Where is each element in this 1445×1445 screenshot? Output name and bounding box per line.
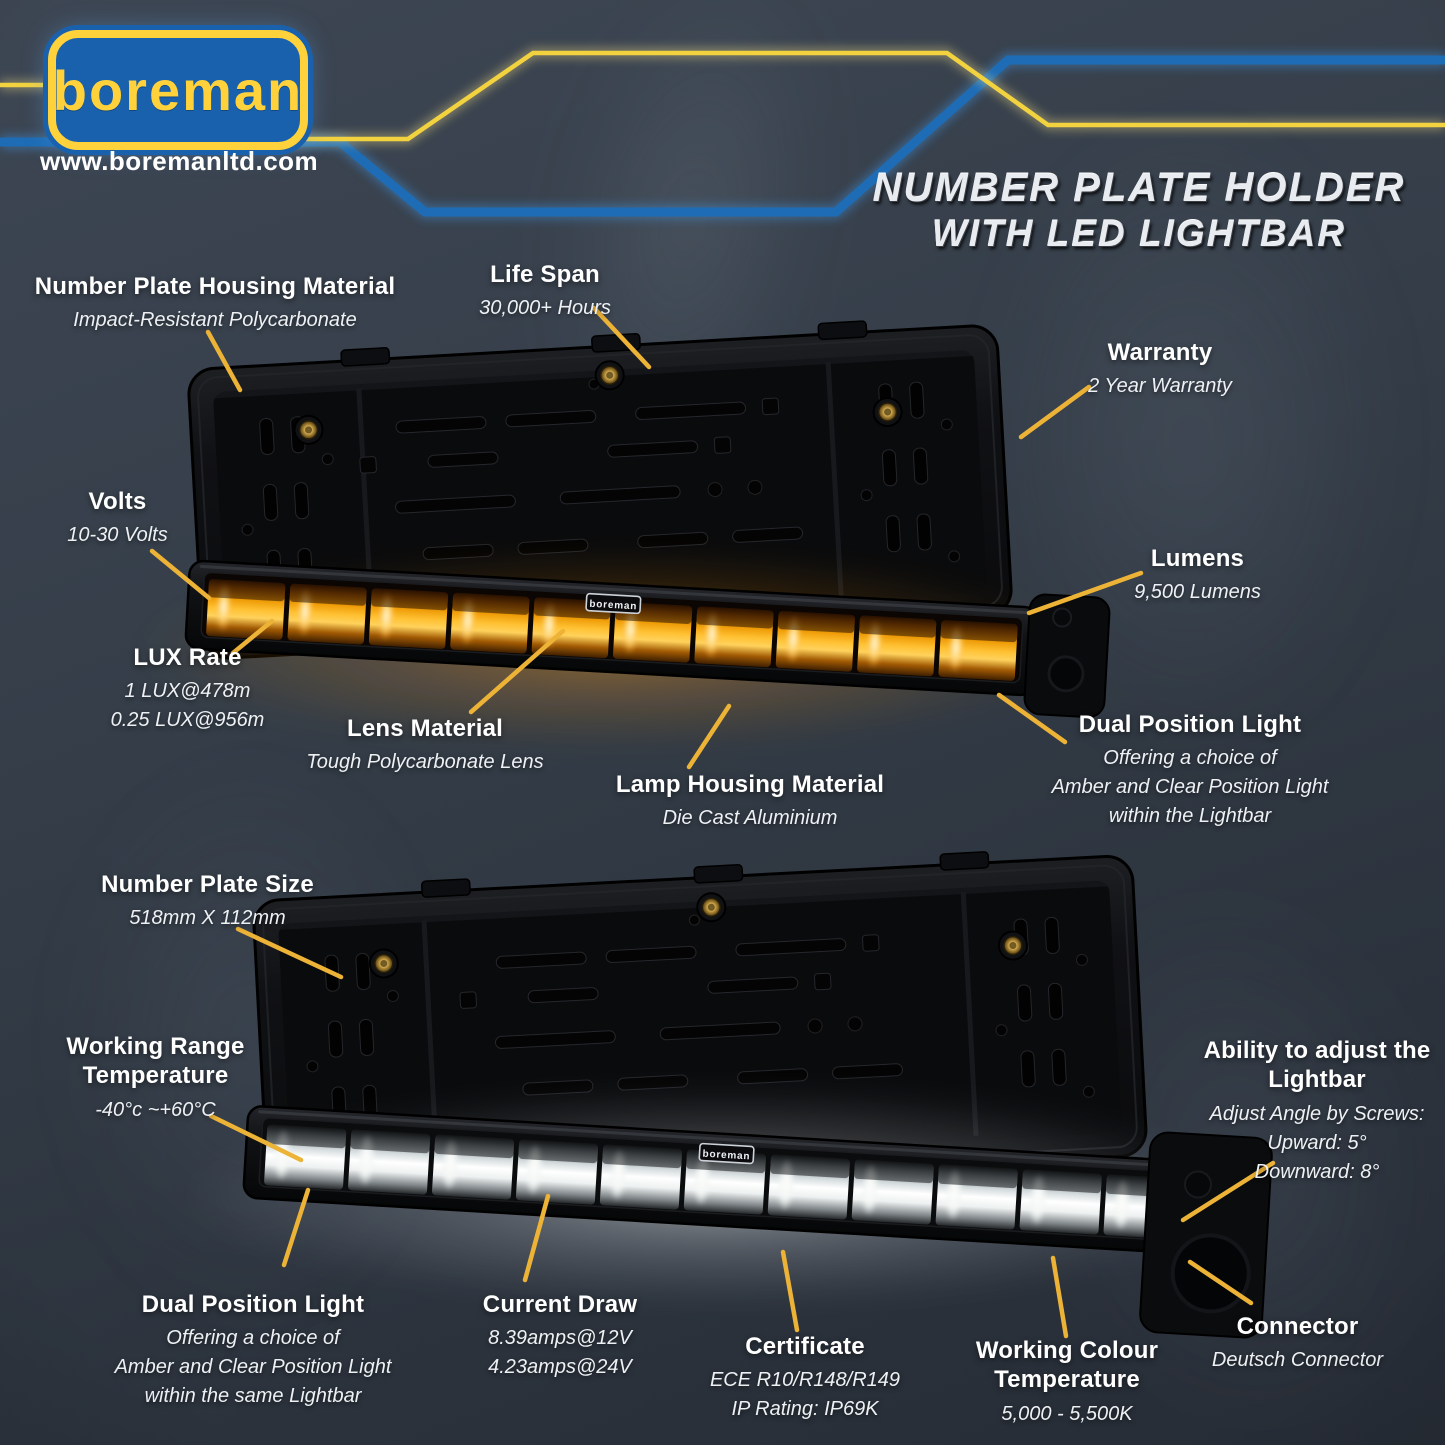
callout-lens-material: Lens Material Tough Polycarbonate Lens — [270, 714, 580, 777]
callout-subtext: Impact-Resistant Polycarbonate — [73, 309, 357, 332]
callout-working-colour-temperature: Working Colour Temperature 5,000 - 5,500… — [942, 1336, 1192, 1429]
callout-title: Number Plate Housing Material — [34, 273, 396, 300]
callout-title: Lumens — [1150, 545, 1245, 572]
callout-line-connector — [1187, 1259, 1254, 1306]
callout-subtext: Adjust Angle by Screws: — [1209, 1102, 1425, 1125]
callout-title: Volts — [88, 488, 147, 515]
callout-title: Life Span — [490, 261, 600, 288]
callout-line-lamp-housing-material — [686, 703, 732, 770]
callout-subtext: within the same Lightbar — [144, 1385, 362, 1408]
callout-line-working-colour-temperature — [1050, 1255, 1069, 1339]
callout-connector: Connector Deutsch Connector — [1175, 1312, 1420, 1375]
callout-title: Working Colour Temperature — [975, 1337, 1159, 1394]
callout-number-plate-housing-material: Number Plate Housing Material Impact-Res… — [25, 272, 405, 335]
callout-subtext: Tough Polycarbonate Lens — [306, 751, 544, 774]
callout-certificate: Certificate ECE R10/R148/R149 IP Rating:… — [675, 1332, 935, 1424]
callout-life-span: Life Span 30,000+ Hours — [430, 260, 660, 323]
callout-volts: Volts 10-30 Volts — [25, 487, 210, 550]
callout-subtext: 10-30 Volts — [67, 524, 168, 547]
callout-line-dual-position-light-bottom — [281, 1187, 311, 1268]
callout-lamp-housing-material: Lamp Housing Material Die Cast Aluminium — [565, 770, 935, 833]
callout-subtext: Downward: 8° — [1254, 1160, 1380, 1183]
callout-subtext: Die Cast Aluminium — [662, 807, 838, 830]
callout-line-current-draw — [522, 1193, 551, 1283]
callout-line-volts — [149, 548, 212, 601]
callout-title: Ability to adjust the Lightbar — [1203, 1037, 1431, 1094]
callout-current-draw: Current Draw 8.39amps@12V 4.23amps@24V — [440, 1290, 680, 1382]
callout-title: Dual Position Light — [141, 1291, 365, 1318]
callout-subtext: 2 Year Warranty — [1088, 375, 1232, 398]
callout-subtext: Amber and Clear Position Light — [114, 1356, 392, 1379]
callout-subtext: 5,000 - 5,500K — [1001, 1402, 1133, 1425]
callout-subtext: IP Rating: IP69K — [731, 1398, 879, 1421]
callout-title: Current Draw — [482, 1291, 638, 1318]
callout-subtext: Amber and Clear Position Light — [1051, 776, 1329, 799]
callout-lumens: Lumens 9,500 Lumens — [1080, 544, 1315, 607]
callout-warranty: Warranty 2 Year Warranty — [1040, 338, 1280, 401]
callout-title: Dual Position Light — [1078, 711, 1302, 738]
callout-title: Number Plate Size — [101, 871, 314, 898]
callout-subtext: 4.23amps@24V — [488, 1356, 632, 1379]
callout-title: Lamp Housing Material — [615, 771, 885, 798]
callout-title: Warranty — [1107, 339, 1213, 366]
callout-title: LUX Rate — [133, 644, 242, 671]
callout-line-number-plate-housing-material — [205, 329, 243, 393]
callout-line-certificate — [780, 1249, 800, 1333]
callout-dual-position-light-top: Dual Position Light Offering a choice of… — [1020, 710, 1360, 831]
callout-subtext: 1 LUX@478m — [124, 680, 251, 703]
callout-subtext: Offering a choice of — [1103, 747, 1277, 770]
callout-number-plate-size: Number Plate Size 518mm X 112mm — [55, 870, 360, 933]
callout-title: Certificate — [745, 1333, 865, 1360]
callout-dual-position-light-bottom: Dual Position Light Offering a choice of… — [88, 1290, 418, 1411]
callout-subtext: Deutsch Connector — [1211, 1349, 1384, 1372]
callout-subtext: 8.39amps@12V — [488, 1327, 632, 1350]
callout-subtext: 518mm X 112mm — [129, 907, 286, 930]
callout-ability-to-adjust-the-lightbar: Ability to adjust the Lightbar Adjust An… — [1198, 1036, 1436, 1187]
callout-subtext: Offering a choice of — [166, 1327, 340, 1350]
callout-line-number-plate-size — [235, 926, 344, 980]
callout-line-lens-material — [468, 628, 566, 715]
callout-title: Working Range Temperature — [66, 1033, 245, 1090]
callout-subtext: -40°c ~+60°C — [95, 1098, 216, 1121]
callout-working-range-temperature: Working Range Temperature -40°c ~+60°C — [28, 1032, 283, 1125]
callout-title: Connector — [1236, 1313, 1359, 1340]
callout-subtext: 30,000+ Hours — [479, 297, 611, 320]
callout-subtext: Upward: 5° — [1267, 1131, 1367, 1154]
callout-subtext: ECE R10/R148/R149 — [709, 1369, 901, 1392]
callout-subtext: within the Lightbar — [1108, 805, 1272, 828]
callout-title: Lens Material — [347, 715, 503, 742]
callout-subtext: 9,500 Lumens — [1134, 581, 1261, 604]
